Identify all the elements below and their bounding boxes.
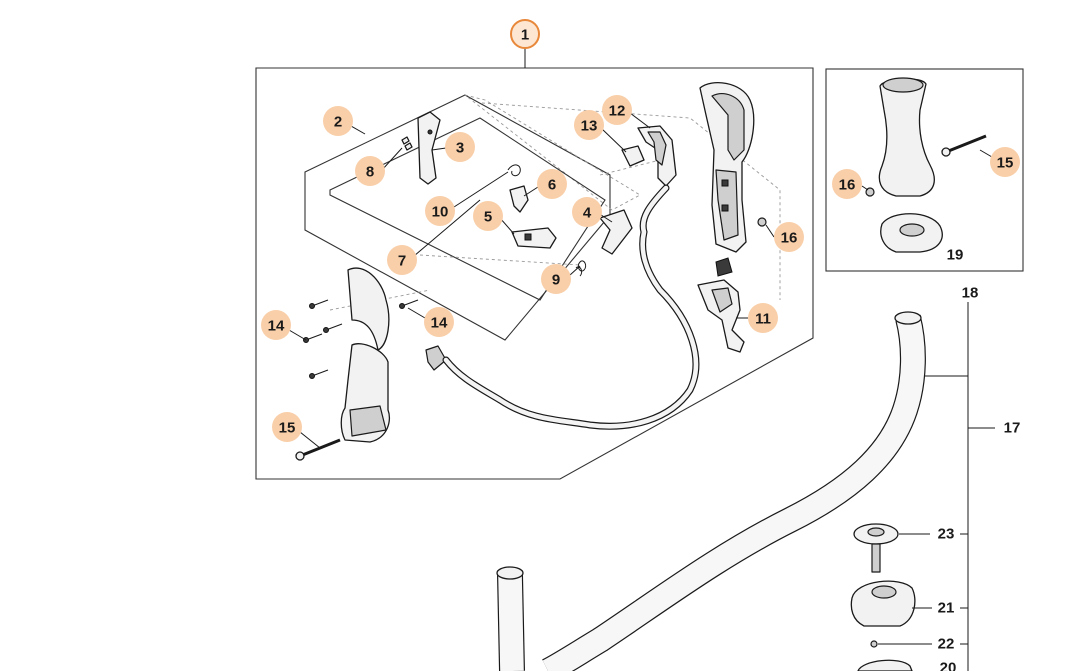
torsion-spring-6[interactable] (507, 164, 521, 177)
callout-label: 1 (521, 27, 529, 44)
callout-label: 17 (1004, 420, 1021, 437)
clamp-base-20[interactable] (857, 659, 913, 671)
callout-8[interactable]: 8 (355, 156, 385, 186)
callout-15-left[interactable]: 15 (272, 412, 302, 442)
callout-label: 16 (839, 177, 856, 194)
sub-frame-switch-parts (329, 117, 606, 301)
control-handle-shell[interactable] (699, 82, 755, 253)
label-19[interactable]: 19 (947, 247, 964, 264)
callout-label: 8 (366, 164, 374, 181)
leader-lines (288, 112, 993, 449)
stop-switch[interactable] (417, 111, 441, 185)
callout-label: 13 (581, 118, 598, 135)
callout-label: 4 (583, 205, 592, 222)
callout-4[interactable]: 4 (572, 197, 602, 227)
callout-label: 14 (268, 318, 285, 335)
clamp-19[interactable] (880, 213, 943, 253)
small-spring-8[interactable] (401, 136, 413, 151)
nut-16-middle[interactable] (757, 217, 767, 227)
assembly-frame (255, 48, 814, 480)
label-20[interactable]: 20 (940, 660, 957, 671)
washer-22[interactable] (870, 640, 878, 648)
bracket-4[interactable] (599, 209, 633, 255)
cable-connector[interactable] (425, 345, 447, 371)
rear-handle-shell[interactable] (340, 267, 391, 443)
spring-9[interactable] (575, 260, 587, 277)
callout-10[interactable]: 10 (425, 196, 455, 226)
bracket-lines (878, 302, 995, 671)
label-23[interactable]: 23 (938, 526, 955, 543)
callout-label: 16 (781, 230, 798, 247)
callout-label: 20 (940, 660, 957, 671)
bolt-15-right[interactable] (941, 134, 987, 157)
callout-2[interactable]: 2 (323, 106, 353, 136)
callout-16-right[interactable]: 16 (832, 169, 862, 199)
callout-label: 6 (548, 177, 556, 194)
callout-13[interactable]: 13 (574, 110, 604, 140)
callout-6[interactable]: 6 (537, 169, 567, 199)
callout-label: 15 (997, 155, 1014, 172)
callout-11[interactable]: 11 (748, 303, 778, 333)
callout-14-right[interactable]: 14 (424, 307, 454, 337)
callout-label: 3 (456, 140, 464, 157)
callout-label: 18 (962, 285, 979, 302)
screw-14-group[interactable] (303, 299, 419, 379)
right-handle-frame (825, 68, 1024, 272)
callout-label: 12 (609, 103, 626, 120)
callout-12[interactable]: 12 (602, 95, 632, 125)
callout-9[interactable]: 9 (541, 264, 571, 294)
bolt-15-left[interactable] (295, 438, 341, 461)
handlebar-tube-17[interactable] (496, 311, 926, 671)
callout-16-middle[interactable]: 16 (774, 222, 804, 252)
label-18[interactable]: 18 (962, 285, 979, 302)
throttle-cable[interactable] (442, 184, 700, 430)
callout-7[interactable]: 7 (387, 245, 417, 275)
clamp-screw-23[interactable] (853, 523, 899, 573)
label-21[interactable]: 21 (938, 600, 955, 617)
callout-label: 7 (398, 253, 406, 270)
callout-label: 14 (431, 315, 448, 332)
label-17[interactable]: 17 (1004, 420, 1021, 437)
callout-label: 15 (279, 420, 296, 437)
callout-14-left[interactable]: 14 (261, 310, 291, 340)
callout-label: 10 (432, 204, 449, 221)
callout-label: 5 (484, 209, 492, 226)
callout-label: 11 (755, 311, 771, 328)
clamp-shell-21[interactable] (850, 580, 916, 627)
callout-main-assembly[interactable]: 1 (510, 19, 540, 49)
switch-contact[interactable] (509, 185, 529, 213)
loop-handle-grip[interactable] (878, 77, 935, 197)
callout-3[interactable]: 3 (445, 132, 475, 162)
callout-15-right[interactable]: 15 (990, 147, 1020, 177)
switch-assembly[interactable] (697, 257, 745, 353)
callout-label: 22 (938, 636, 955, 653)
label-22[interactable]: 22 (938, 636, 955, 653)
throttle-trigger[interactable] (637, 125, 677, 187)
microswitch-5[interactable] (511, 227, 557, 249)
callout-label: 21 (938, 600, 955, 617)
callout-label: 2 (334, 114, 342, 131)
callout-5[interactable]: 5 (473, 201, 503, 231)
callout-label: 9 (552, 272, 560, 289)
callout-label: 23 (938, 526, 955, 543)
lock-lever[interactable] (621, 145, 645, 167)
callout-label: 19 (947, 247, 964, 264)
